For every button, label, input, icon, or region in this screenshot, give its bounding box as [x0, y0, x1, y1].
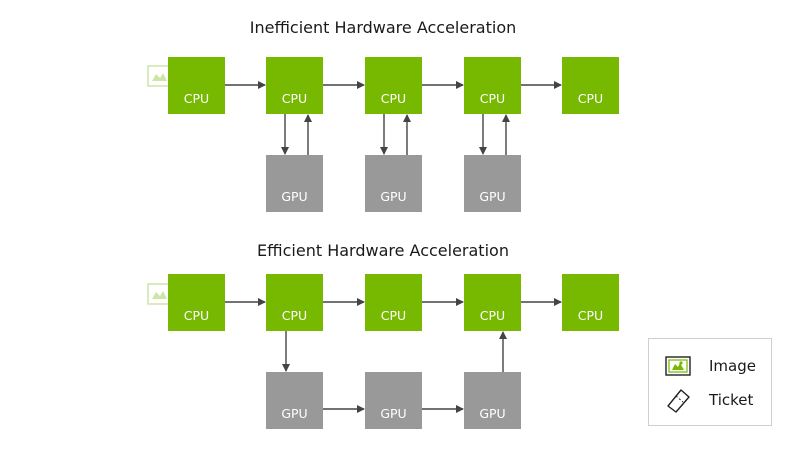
image-icon	[663, 353, 693, 379]
top-cpu-4: CPU	[464, 57, 521, 114]
top-gpu-2: GPU	[365, 155, 422, 212]
legend-item-image: Image	[663, 353, 756, 379]
bottom-cpu-2: CPU	[266, 274, 323, 331]
legend-label-image: Image	[709, 357, 756, 375]
top-gpu-1: GPU	[266, 155, 323, 212]
bottom-gpu-3: GPU	[464, 372, 521, 429]
top-gpu-3: GPU	[464, 155, 521, 212]
top-diagram-title: Inefficient Hardware Acceleration	[249, 18, 517, 37]
top-cpu-5: CPU	[562, 57, 619, 114]
bottom-diagram-title: Efficient Hardware Acceleration	[257, 241, 509, 260]
bottom-cpu-5: CPU	[562, 274, 619, 331]
legend-item-ticket: Ticket	[663, 387, 753, 413]
bottom-cpu-4: CPU	[464, 274, 521, 331]
top-cpu-2: CPU	[266, 57, 323, 114]
bottom-gpu-2: GPU	[365, 372, 422, 429]
bottom-cpu-1: CPU	[168, 274, 225, 331]
bottom-gpu-1: GPU	[266, 372, 323, 429]
top-cpu-3: CPU	[365, 57, 422, 114]
bottom-cpu-3: CPU	[365, 274, 422, 331]
legend-label-ticket: Ticket	[709, 391, 754, 409]
top-cpu-1: CPU	[168, 57, 225, 114]
legend: Image Ticket	[648, 338, 772, 426]
ticket-icon	[663, 387, 693, 413]
